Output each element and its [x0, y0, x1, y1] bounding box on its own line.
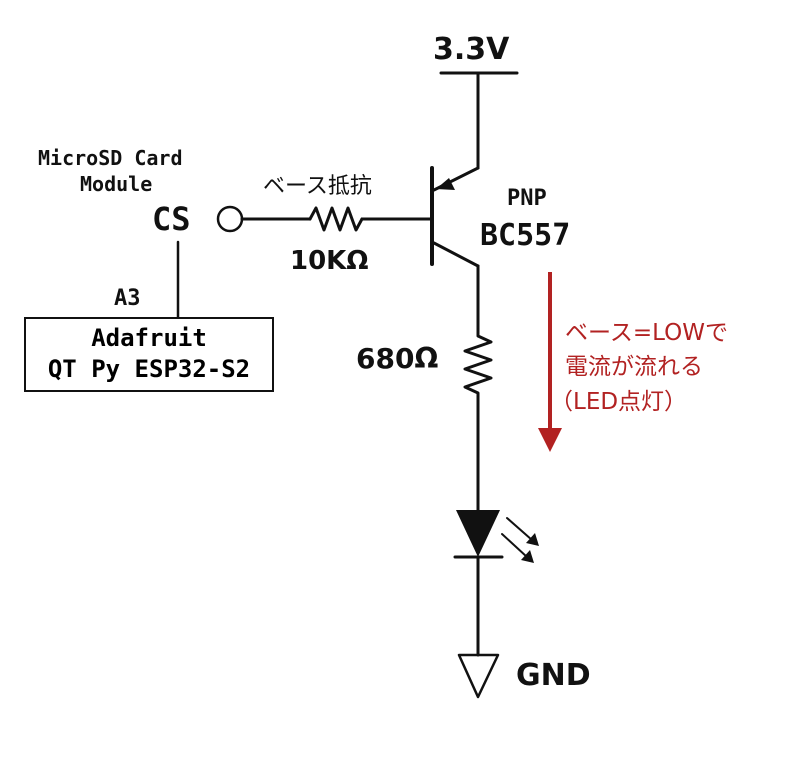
base-resistor-value: 10KΩ — [290, 246, 369, 276]
annotation-line2: 電流が流れる — [565, 354, 703, 380]
led-resistor-value: 680Ω — [356, 342, 439, 375]
led-resistor-symbol — [463, 328, 493, 400]
module-title-line1: MicroSD Card — [38, 146, 183, 170]
led-emission-arrow-1 — [526, 533, 539, 546]
led-emission-line-2 — [501, 533, 528, 558]
ground-label: GND — [516, 658, 591, 693]
mcu-board-box: Adafruit QT Py ESP32-S2 — [24, 317, 274, 392]
module-cs-pin: CS — [152, 200, 191, 238]
led-emission-line-1 — [506, 517, 533, 541]
transistor-type-label: PNP — [507, 186, 547, 211]
collector-lead — [432, 241, 480, 268]
mcu-pin-label: A3 — [114, 286, 141, 311]
emitter-arrow — [436, 178, 455, 190]
base-resistor-symbol — [308, 206, 364, 232]
mcu-name-line2: QT Py ESP32-S2 — [47, 355, 251, 383]
led-emission-arrow-2 — [521, 550, 534, 563]
transistor-part-label: BC557 — [480, 218, 571, 253]
annotation-line1: ベース=LOWで — [565, 320, 728, 346]
annotation-line3: （LED点灯） — [550, 389, 688, 415]
module-title-line2: Module — [80, 172, 153, 196]
cs-terminal — [216, 205, 244, 233]
base-resistor-caption: ベース抵抗 — [263, 174, 372, 199]
supply-label: 3.3V — [433, 32, 510, 67]
mcu-name-line1: Adafruit — [91, 324, 207, 352]
current-flow-arrow-head — [538, 428, 562, 452]
ground-symbol — [457, 653, 500, 699]
led-symbol — [456, 510, 500, 557]
